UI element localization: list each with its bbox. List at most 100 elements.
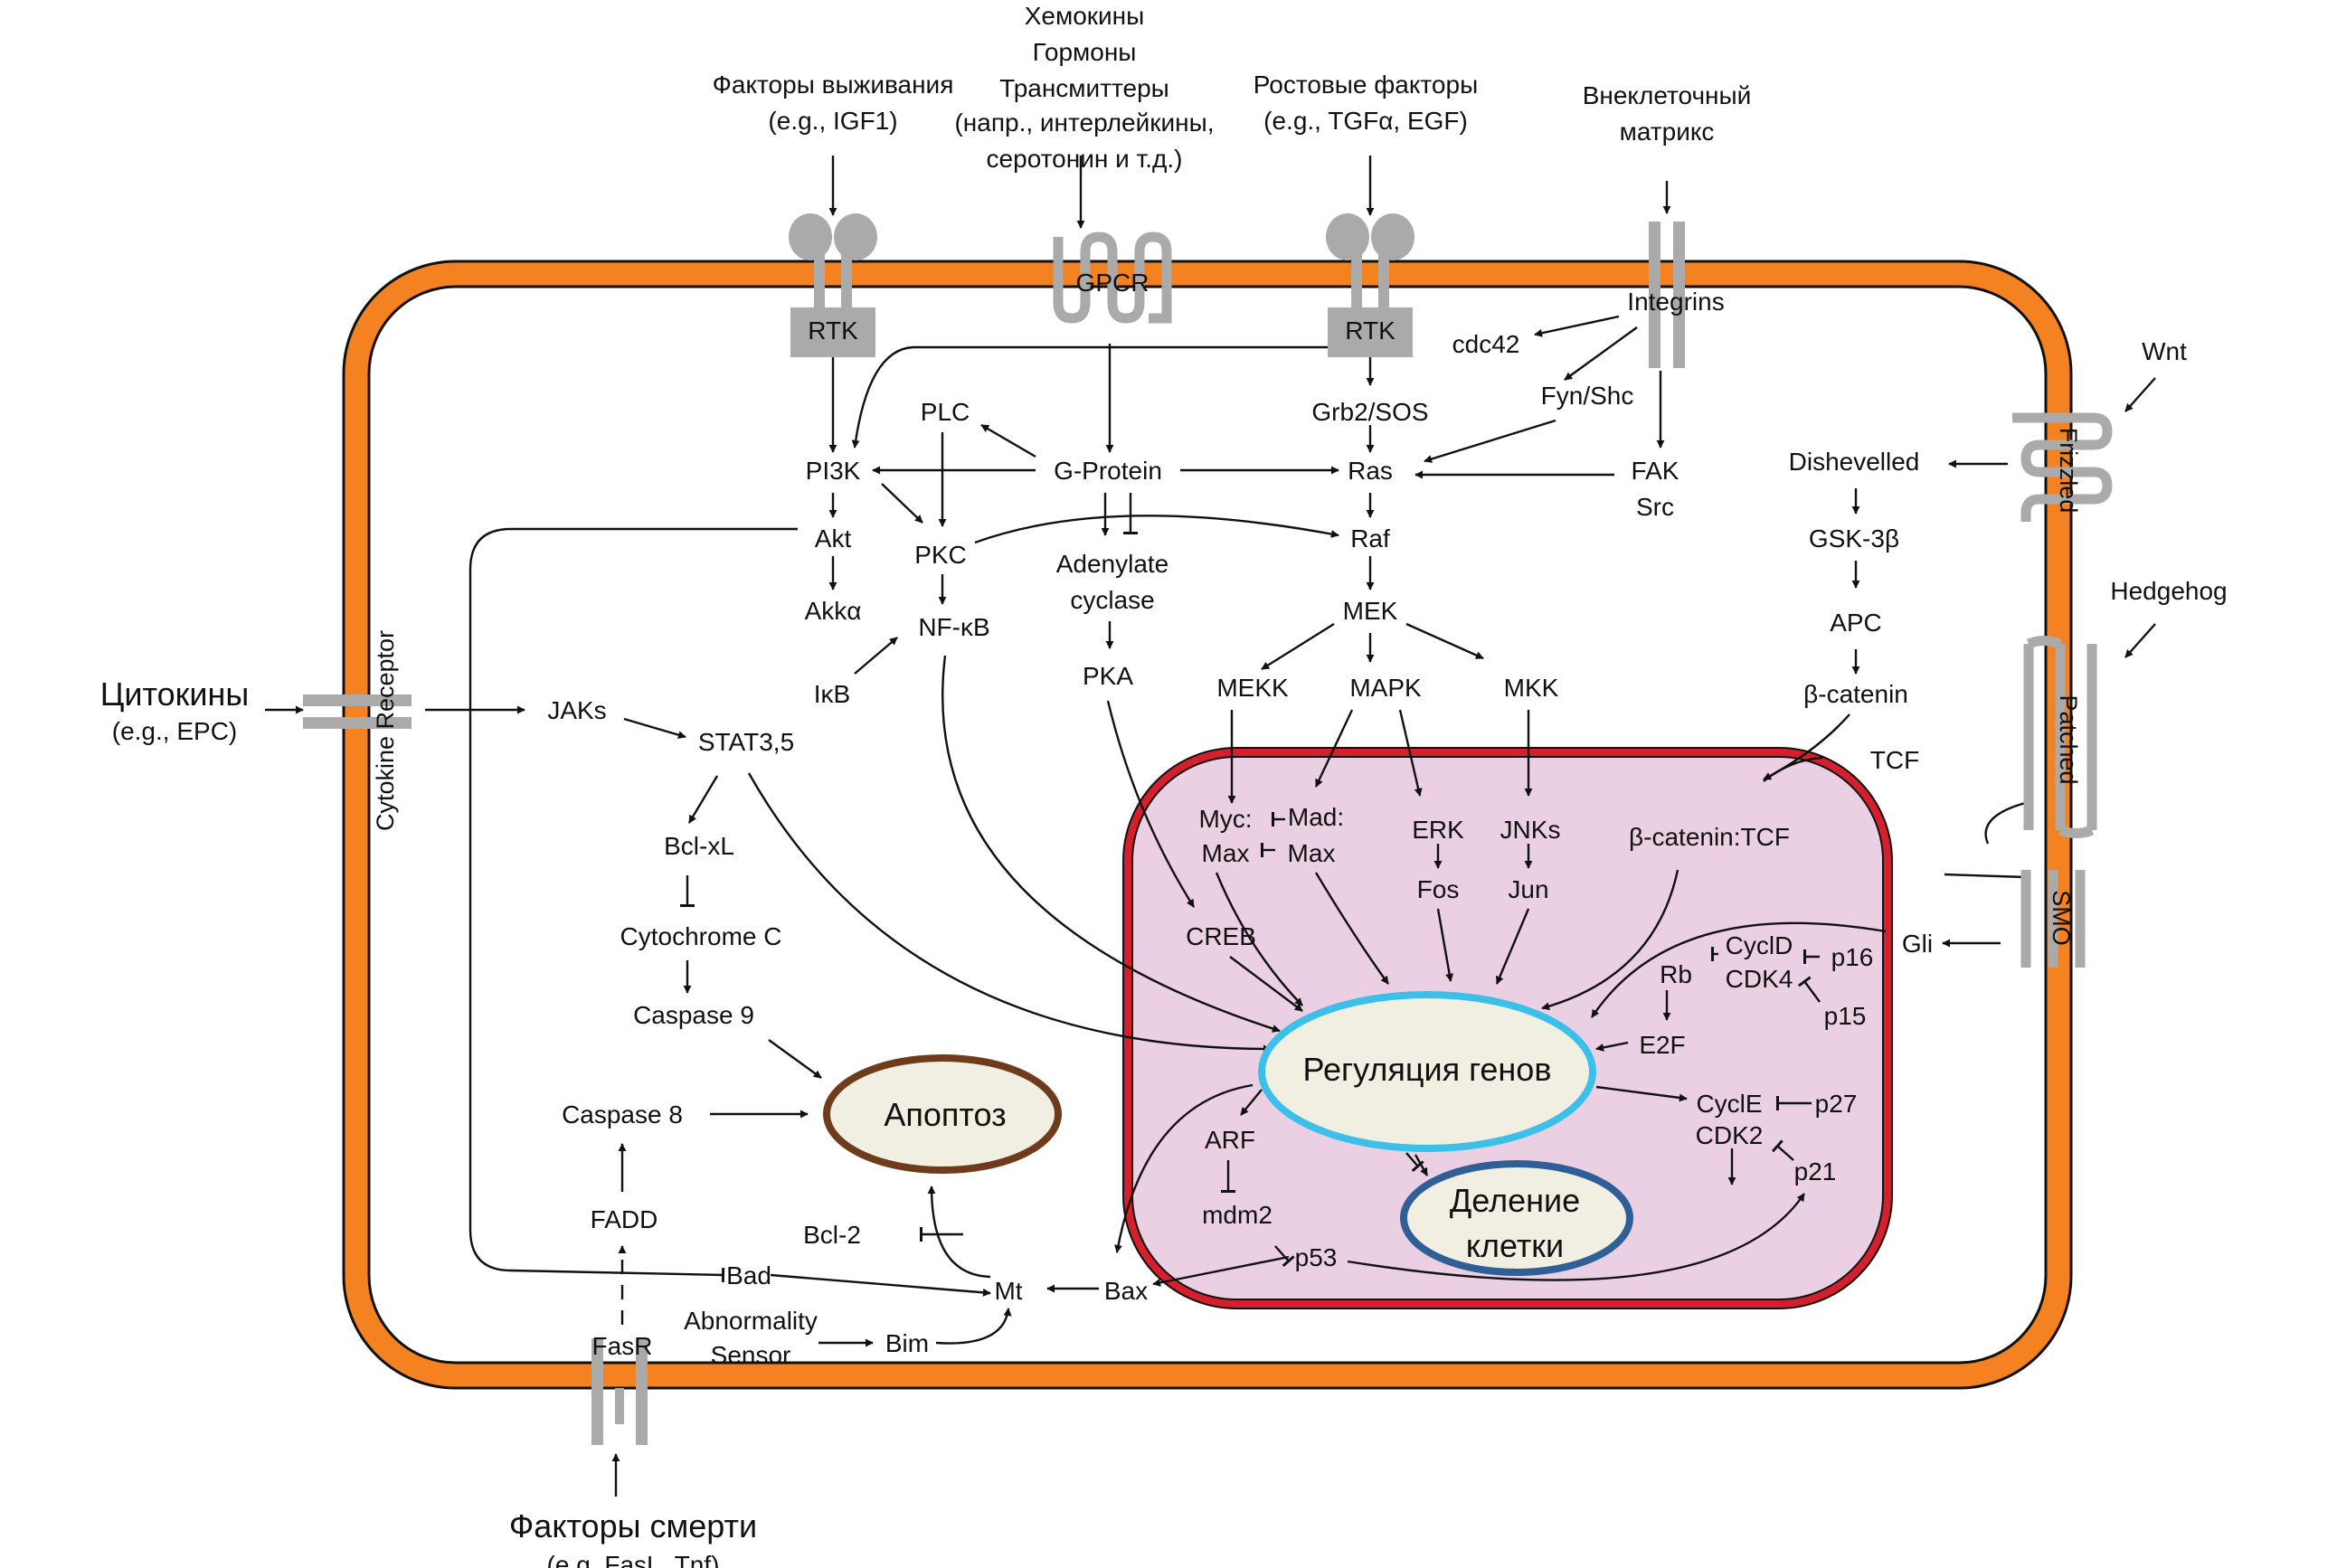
node-akka: Akkα [805,597,862,625]
growth-factors-example: (e.g., TGFα, EGF) [1263,107,1468,135]
frizzled-receptor [2012,412,2113,522]
node-fynshc: Fyn/Shc [1541,382,1634,410]
chemokines-label: Хемокины [1025,2,1145,30]
integrin-receptor [1649,222,1685,368]
node-jnks: JNKs [1500,816,1561,844]
nucleus-border [1124,749,1891,1308]
survival-factors-example: (e.g., IGF1) [768,107,897,135]
inhibition-lines [680,812,1821,1268]
cytokine-receptor-label: Cytokine Receptor [372,630,399,831]
node-fak: FAK [1632,457,1679,485]
node-mad: Mad: [1288,803,1344,831]
node-fadd: FADD [591,1205,658,1233]
ecm-label-1: Внеклеточный [1583,81,1752,109]
node-caspase-8: Caspase 8 [562,1100,683,1129]
node-dishevelled: Dishevelled [1789,448,1920,476]
node-bcatenin: β-catenin [1803,680,1908,708]
node-mek: MEK [1343,597,1398,625]
node-bax: Bax [1104,1277,1148,1305]
apoptosis-label: Апоптоз [884,1096,1006,1133]
hedgehog-label: Hedgehog [2110,577,2227,605]
gpcr-label: GPCR [1076,269,1150,297]
rtk-receptor-left [789,213,877,357]
node-pi3k: PI3K [806,457,861,485]
node-gli: Gli [1902,930,1933,958]
node-plc: PLC [921,398,970,426]
node-fos: Fos [1417,875,1460,903]
node-ras: Ras [1348,457,1393,485]
rtk-left-label: RTK [808,316,858,345]
patched-label: Patched [2055,694,2082,784]
node-creb: CREB [1186,922,1256,950]
node-apc: APC [1830,609,1882,637]
node-bcatenin-tcf: β-catenin:TCF [1629,823,1790,851]
node-raf: Raf [1350,524,1390,553]
gene-regulation-oval [1258,991,1596,1152]
gene-regulation-label: Регуляция генов [1303,1051,1552,1088]
node-mdm2: mdm2 [1202,1201,1273,1229]
node-pkc: PKC [914,541,967,569]
hormones-label: Гормоны [1033,38,1137,66]
rtk-right-label: RTK [1345,316,1396,345]
node-gsk: GSK-3β [1809,524,1899,553]
node-jaks: JAKs [547,696,606,724]
node-rb: Rb [1660,960,1692,988]
node-gprotein: G-Protein [1054,457,1162,485]
node-cycle: CyclE [1696,1090,1762,1118]
death-factors-example: (e.g. FasL, Tnf) [547,1551,720,1568]
node-cytochrome-c: Cytochrome C [620,922,782,950]
ecm-label-2: матрикс [1620,118,1715,146]
node-sensor: Sensor [711,1341,791,1369]
node-p16: p16 [1831,943,1874,971]
cytokines-label: Цитокины [100,675,249,713]
node-bclxl: Bcl-xL [664,832,734,860]
cytokine-receptor [303,694,412,729]
transmitters-example-2: серотонин и т.д.) [987,145,1183,173]
wnt-label: Wnt [2142,337,2187,365]
transmitters-example-1: (напр., интерлейкины, [954,109,1214,137]
node-e2f: E2F [1639,1031,1685,1059]
node-cdc42: cdc42 [1452,330,1520,358]
node-mekk: MEKK [1216,674,1289,702]
survival-factors-label: Факторы выживания [713,71,954,99]
patched-receptor [2023,636,2097,838]
node-akt: Akt [815,524,852,553]
node-adenylate-1: Adenylate [1056,550,1169,578]
node-max-2: Max [1288,839,1336,867]
smo-label: SMO [2048,890,2075,946]
fasr-receptor [591,1338,648,1445]
node-adenylate-2: cyclase [1070,586,1154,614]
transmitters-label: Трансмиттеры [999,74,1169,102]
node-p21: p21 [1794,1157,1837,1185]
node-bim: Bim [885,1329,929,1357]
rtk-receptor-right [1326,213,1414,357]
cell-division-label-2: клетки [1466,1227,1564,1264]
node-cycld: CyclD [1726,931,1793,959]
cytokines-example: (e.g., EPC) [112,717,237,745]
node-stat: STAT3,5 [698,728,794,756]
cell-division-label-1: Деление [1450,1182,1580,1219]
node-bad: Bad [726,1261,771,1289]
node-pka: PKA [1083,662,1133,690]
integrins-label: Integrins [1627,288,1724,316]
node-src: Src [1636,493,1674,521]
node-max-1: Max [1202,839,1250,867]
node-myc: Myc: [1198,805,1252,833]
node-arf: ARF [1205,1126,1255,1154]
frizzled-label: Frizzled [2055,428,2082,514]
node-ikb: IκB [814,680,850,708]
node-erk: ERK [1412,816,1464,844]
node-cdk4: CDK4 [1726,965,1793,993]
node-nfkb: NF-κB [918,613,989,641]
smo-receptor [2020,870,2086,968]
node-mkk: MKK [1504,674,1559,702]
node-tcf: TCF [1870,746,1919,774]
cell-division-oval [1400,1160,1633,1276]
node-cdk2: CDK2 [1696,1121,1764,1149]
node-jun: Jun [1508,875,1548,903]
node-caspase-9: Caspase 9 [633,1001,754,1029]
death-factors-label: Факторы смерти [509,1507,757,1544]
node-abnormality: Abnormality [684,1307,818,1335]
